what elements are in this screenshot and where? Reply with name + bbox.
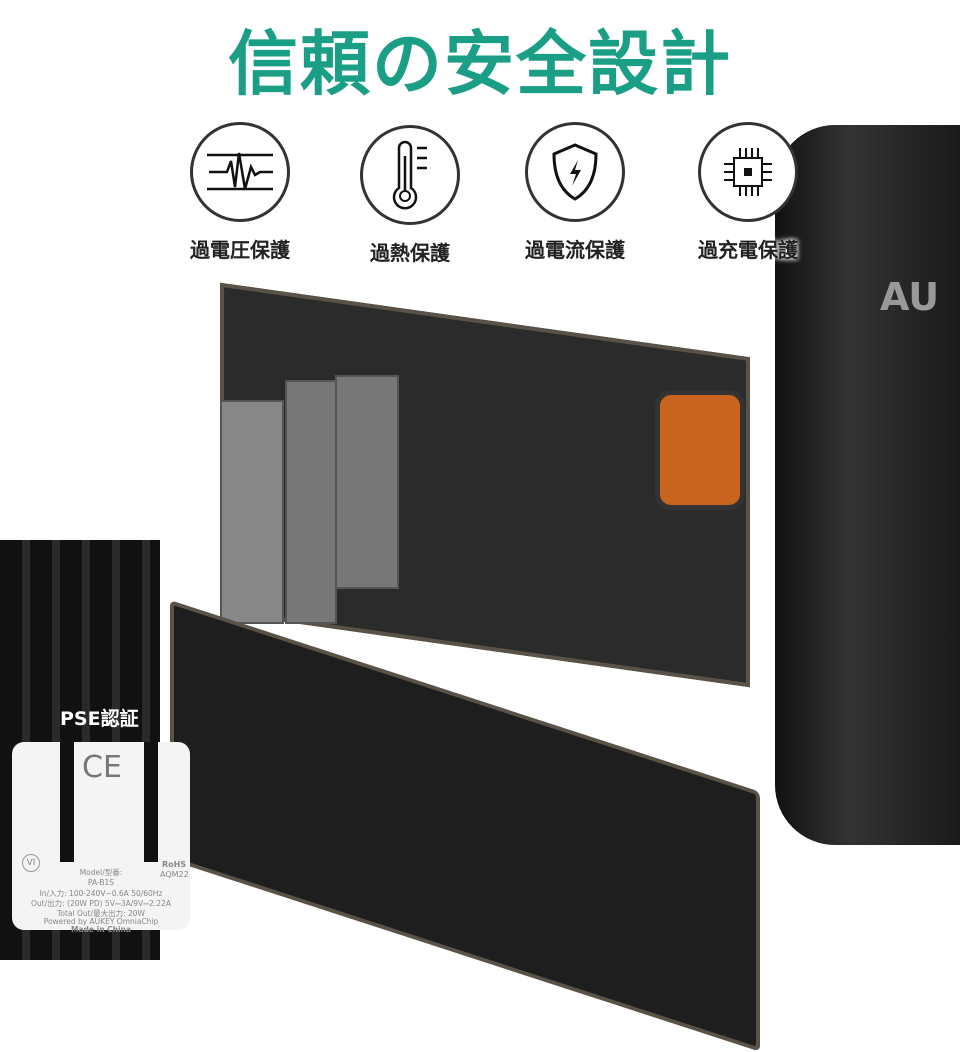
feature-label: 過充電保護 xyxy=(698,238,798,262)
shield-bolt-icon xyxy=(525,122,625,222)
brand-logo: AU xyxy=(880,275,940,319)
usb-c-port xyxy=(655,390,745,510)
plug-prong xyxy=(60,742,74,862)
ce-mark: CE xyxy=(82,750,122,785)
feature-overcurrent: 過電流保護 xyxy=(510,122,640,263)
pse-label: PSE認証 xyxy=(60,708,139,730)
transformer xyxy=(220,400,284,624)
powered-by: Powered by AUKEY OmniaChip xyxy=(43,917,159,926)
plug-prong xyxy=(144,742,158,862)
pse-certification-label: CE VI RoHS AQM22 Model/型番: PA-B1S In/入力:… xyxy=(12,742,190,934)
output-spec: Out/出力: (20W PD) 5V⎓3A/9V⎓2.22A xyxy=(31,899,171,908)
chip-icon xyxy=(698,122,798,222)
rohs-mark: RoHS xyxy=(162,860,187,869)
feature-overcharge: 過充電保護 xyxy=(683,122,813,263)
vi-mark: VI xyxy=(22,854,40,872)
rohs-code: AQM22 xyxy=(160,870,189,879)
input-spec: In/入力: 100-240V~0.6A 50/60Hz xyxy=(39,889,163,898)
thermometer-icon xyxy=(360,125,460,225)
voltage-wave-icon xyxy=(190,122,290,222)
model-number: PA-B1S xyxy=(87,878,115,887)
feature-overheat: 過熱保護 xyxy=(345,125,475,266)
capacitor xyxy=(335,375,399,589)
made-in: Made in China xyxy=(71,925,131,934)
charger-housing xyxy=(775,125,960,845)
feature-label: 過電圧保護 xyxy=(190,238,290,262)
feature-label: 過電流保護 xyxy=(525,238,625,262)
page-title: 信頼の安全設計 xyxy=(228,23,732,105)
feature-label: 過熱保護 xyxy=(370,241,450,265)
feature-overvoltage: 過電圧保護 xyxy=(175,122,305,263)
capacitor xyxy=(285,380,337,624)
model-label: Model/型番: xyxy=(79,868,123,877)
total-output: Total Out/最大出力: 20W xyxy=(57,909,145,918)
